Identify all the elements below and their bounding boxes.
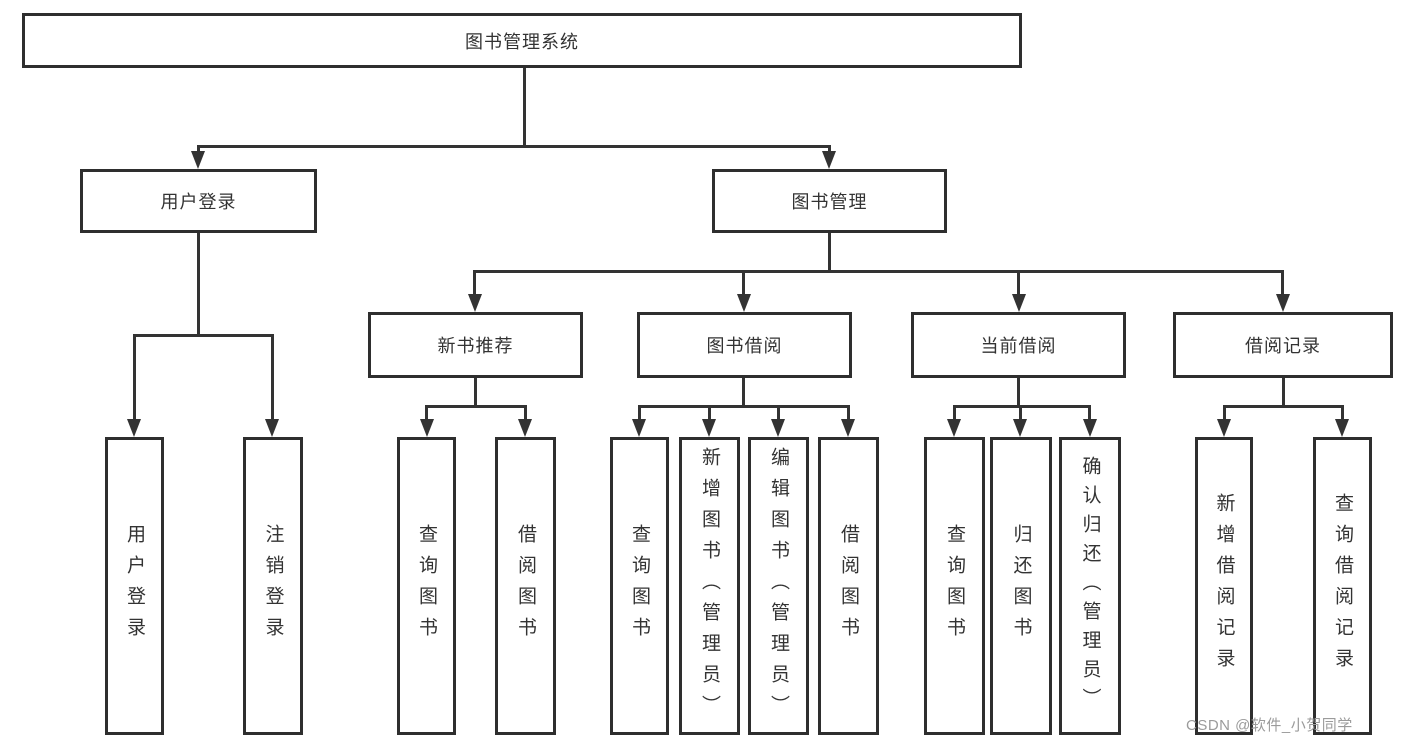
arrow-down-leaf-borrow-query-icon <box>632 419 646 437</box>
leaf-borrow-add-book: 新增图书（管理员） <box>679 437 740 735</box>
leaf-newrec-borrow-book: 借阅图书 <box>495 437 556 735</box>
csdn-watermark: CSDN @软件_小贺同学 <box>1186 717 1353 734</box>
connector-to-leaf-newrec-borrow-line <box>524 405 527 425</box>
connector-borrow-crossbar <box>638 405 849 408</box>
leaf-current-query-book-label: 查询图书 <box>944 524 965 648</box>
arrow-down-leaf-current-return-icon <box>1013 419 1027 437</box>
connector-root-to-user-login-line <box>197 145 200 155</box>
node-new-book-recommend: 新书推荐 <box>368 312 583 378</box>
connector-to-leaf-current-confirm-line <box>1088 405 1091 425</box>
leaf-logout-label: 注销登录 <box>262 524 284 648</box>
arrow-down-leaf-logout-icon <box>265 419 279 437</box>
leaf-records-add-record-label: 新增借阅记录 <box>1213 493 1235 679</box>
node-book-management: 图书管理 <box>712 169 947 233</box>
connector-to-leaf-logout-line <box>271 334 274 424</box>
leaf-current-return-book-label: 归还图书 <box>1010 524 1032 648</box>
leaf-newrec-query-book-label: 查询图书 <box>416 524 437 648</box>
arrow-down-leaf-borrow-borrow-icon <box>841 419 855 437</box>
leaf-borrow-query-book: 查询图书 <box>610 437 669 735</box>
connector-current-crossbar <box>953 405 1091 408</box>
node-current-borrow: 当前借阅 <box>911 312 1126 378</box>
node-book-management-label: 图书管理 <box>791 192 868 212</box>
connector-to-leaf-newrec-query-line <box>425 405 428 425</box>
connector-to-leaf-records-query-line <box>1341 405 1344 425</box>
connector-newrec-crossbar <box>425 405 527 408</box>
arrow-down-leaf-user-login-icon <box>127 419 141 437</box>
connector-to-book-borrow-line <box>742 270 745 298</box>
connector-root-stem <box>523 68 526 146</box>
leaf-current-query-book: 查询图书 <box>924 437 985 735</box>
leaf-borrow-borrow-book-label: 借阅图书 <box>838 524 859 648</box>
leaf-user-login: 用户登录 <box>105 437 164 735</box>
arrow-down-leaf-borrow-edit-icon <box>771 419 785 437</box>
node-root-label: 图书管理系统 <box>465 31 579 52</box>
connector-records-crossbar <box>1223 405 1343 408</box>
connector-user-login-crossbar <box>133 334 274 337</box>
connector-to-current-borrow-line <box>1017 270 1020 298</box>
leaf-borrow-add-book-label: 新增图书（管理员） <box>699 446 720 726</box>
connector-records-stem <box>1282 378 1285 408</box>
connector-to-leaf-current-query-line <box>953 405 956 425</box>
arrow-down-user-login-icon <box>191 151 205 169</box>
connector-user-login-stem <box>197 233 200 337</box>
node-user-login-label: 用户登录 <box>160 192 237 212</box>
leaf-newrec-query-book: 查询图书 <box>397 437 456 735</box>
node-root: 图书管理系统 <box>22 13 1022 68</box>
node-book-borrow: 图书借阅 <box>637 312 852 378</box>
connector-to-leaf-borrow-borrow-line <box>847 405 850 425</box>
connector-to-borrow-records-line <box>1281 270 1284 298</box>
leaf-records-query-record-label: 查询借阅记录 <box>1332 493 1353 679</box>
arrow-down-leaf-current-confirm-icon <box>1083 419 1097 437</box>
node-current-borrow-label: 当前借阅 <box>980 336 1057 356</box>
connector-to-leaf-borrow-add-line <box>708 405 711 425</box>
leaf-user-login-label: 用户登录 <box>124 524 145 648</box>
arrow-down-leaf-records-query-icon <box>1335 419 1349 437</box>
node-borrow-records: 借阅记录 <box>1173 312 1393 378</box>
leaf-borrow-edit-book-label: 编辑图书（管理员） <box>768 446 789 726</box>
connector-to-leaf-records-add-line <box>1223 405 1226 425</box>
connector-to-leaf-current-return-line <box>1019 405 1022 425</box>
arrow-down-leaf-records-add-icon <box>1217 419 1231 437</box>
leaf-current-confirm-return: 确认归还（管理员） <box>1059 437 1121 735</box>
connector-root-to-book-mgmt-line <box>828 145 831 155</box>
arrow-down-leaf-newrec-query-icon <box>420 419 434 437</box>
arrow-down-book-borrow-icon <box>737 294 751 312</box>
arrow-down-new-book-recommend-icon <box>468 294 482 312</box>
connector-to-new-book-recommend-line <box>473 270 476 298</box>
arrow-down-leaf-borrow-add-icon <box>702 419 716 437</box>
leaf-records-query-record: 查询借阅记录 <box>1313 437 1372 735</box>
connector-current-stem <box>1017 378 1020 408</box>
leaf-current-confirm-return-label: 确认归还（管理员） <box>1079 455 1101 717</box>
leaf-newrec-borrow-book-label: 借阅图书 <box>515 524 536 648</box>
connector-root-crossbar <box>197 145 831 148</box>
leaf-records-add-record: 新增借阅记录 <box>1195 437 1253 735</box>
leaf-logout: 注销登录 <box>243 437 303 735</box>
connector-book-mgmt-crossbar <box>474 270 1284 273</box>
connector-borrow-stem <box>742 378 745 408</box>
leaf-current-return-book: 归还图书 <box>990 437 1052 735</box>
node-new-book-recommend-label: 新书推荐 <box>437 336 514 356</box>
node-book-borrow-label: 图书借阅 <box>706 336 783 356</box>
connector-to-leaf-user-login-line <box>133 334 136 424</box>
arrow-down-current-borrow-icon <box>1012 294 1026 312</box>
arrow-down-leaf-current-query-icon <box>947 419 961 437</box>
node-user-login: 用户登录 <box>80 169 317 233</box>
leaf-borrow-borrow-book: 借阅图书 <box>818 437 879 735</box>
connector-to-leaf-borrow-edit-line <box>777 405 780 425</box>
connector-newrec-stem <box>474 378 477 408</box>
leaf-borrow-edit-book: 编辑图书（管理员） <box>748 437 809 735</box>
connector-to-leaf-borrow-query-line <box>638 405 641 425</box>
arrow-down-borrow-records-icon <box>1276 294 1290 312</box>
arrow-down-book-mgmt-icon <box>822 151 836 169</box>
leaf-borrow-query-book-label: 查询图书 <box>629 524 650 648</box>
arrow-down-leaf-newrec-borrow-icon <box>518 419 532 437</box>
connector-book-mgmt-stem <box>828 233 831 273</box>
node-borrow-records-label: 借阅记录 <box>1245 336 1321 356</box>
